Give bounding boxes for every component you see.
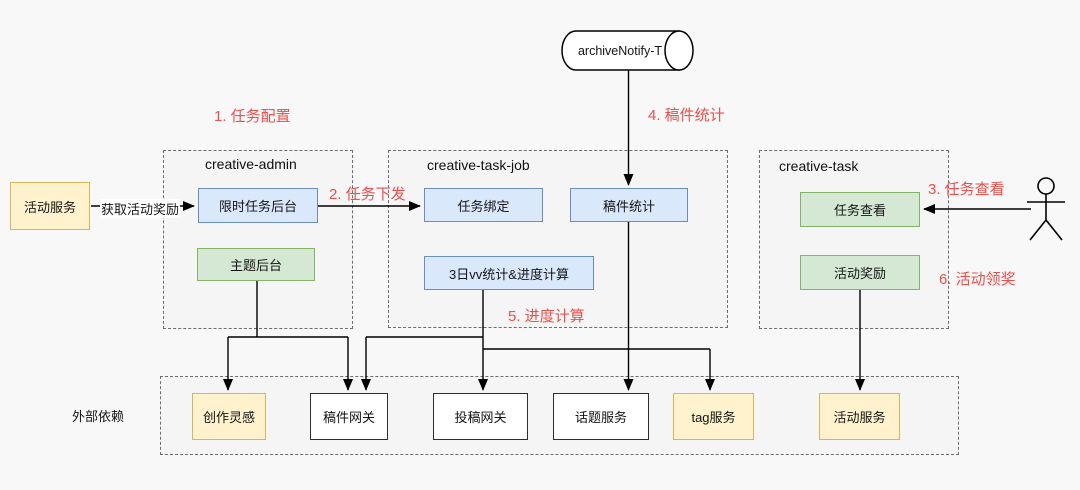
user-actor-icon bbox=[1027, 177, 1065, 241]
node-topic-service: 话题服务 bbox=[553, 393, 649, 440]
step-4-label: 4. 稿件统计 bbox=[648, 107, 725, 124]
node-vv-progress: 3日vv统计&进度计算 bbox=[424, 256, 594, 290]
node-archive-gateway: 稿件网关 bbox=[310, 393, 388, 440]
group-creative-task-job bbox=[388, 150, 728, 328]
node-activity-service-left: 活动服务 bbox=[10, 182, 90, 230]
group-creative-admin bbox=[163, 150, 353, 329]
node-activity-reward: 活动奖励 bbox=[800, 255, 920, 290]
edge-label-get-reward: 获取活动奖励 bbox=[100, 199, 181, 218]
node-creation-inspiration: 创作灵感 bbox=[192, 393, 266, 440]
step-1-label: 1. 任务配置 bbox=[214, 108, 291, 125]
node-tag-service: tag服务 bbox=[673, 393, 754, 440]
step-3-label: 3. 任务查看 bbox=[928, 181, 1005, 198]
group-title-creative-admin: creative-admin bbox=[205, 156, 297, 172]
group-title-creative-task-job: creative-task-job bbox=[427, 157, 530, 173]
step-6-label: 6. 活动领奖 bbox=[939, 271, 1016, 288]
node-task-bind: 任务绑定 bbox=[424, 188, 543, 222]
queue-cylinder-icon bbox=[561, 30, 694, 71]
group-creative-task bbox=[759, 150, 949, 329]
external-deps-label: 外部依赖 bbox=[72, 409, 125, 424]
node-activity-service-bottom: 活动服务 bbox=[819, 393, 900, 440]
node-theme-admin: 主题后台 bbox=[197, 248, 315, 281]
group-title-creative-task: creative-task bbox=[779, 158, 859, 174]
node-limited-task-admin: 限时任务后台 bbox=[198, 188, 318, 223]
step-5-label: 5. 进度计算 bbox=[508, 308, 585, 325]
step-2-label: 2. 任务下发 bbox=[329, 186, 406, 203]
queue-label: archiveNotify-T bbox=[577, 44, 663, 58]
node-archive-stat: 稿件统计 bbox=[570, 188, 688, 222]
node-submit-gateway: 投稿网关 bbox=[433, 393, 528, 440]
node-task-view: 任务查看 bbox=[800, 192, 920, 227]
